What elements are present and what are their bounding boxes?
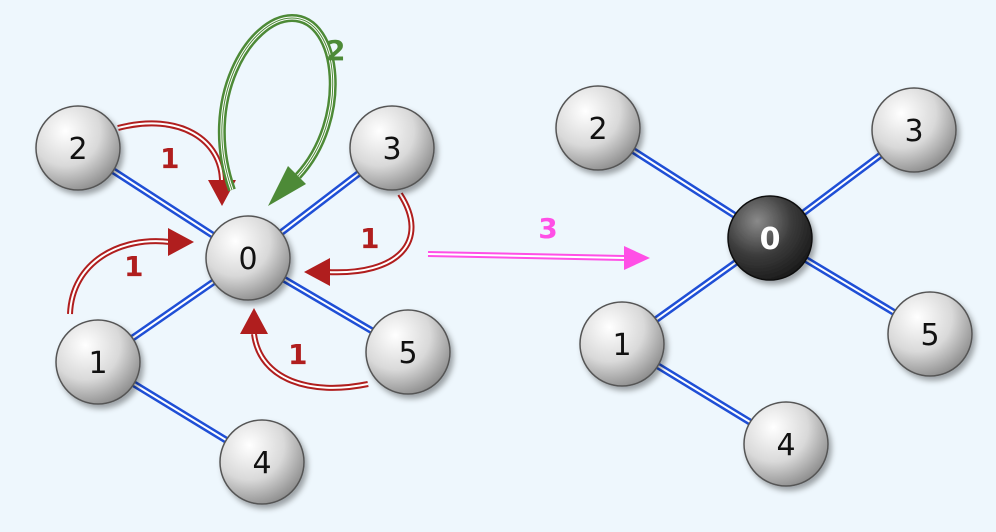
node-r-2: 2: [555, 85, 641, 171]
node-label-0: 0: [238, 242, 257, 277]
node-label-1: 1: [88, 346, 107, 381]
arrow-3-to-0: [304, 192, 415, 286]
node-label-2: 2: [68, 132, 87, 167]
arrow-label-from-2: 1: [160, 142, 179, 175]
node-0: 0: [205, 215, 291, 301]
node-label-r-2: 2: [588, 112, 607, 147]
node-label-r-3: 3: [904, 114, 923, 149]
node-r-4: 4: [743, 401, 829, 487]
self-loop-0: [217, 13, 337, 206]
node-r-1: 1: [579, 301, 665, 387]
node-label-r-4: 4: [776, 428, 795, 463]
node-4: 4: [219, 419, 305, 505]
node-2: 2: [35, 105, 121, 191]
node-label-r-0: 0: [760, 222, 781, 257]
node-r-3: 3: [871, 87, 957, 173]
node-label-r-1: 1: [612, 328, 631, 363]
node-r-0: 0: [727, 195, 813, 281]
arrow-1-to-0: [67, 228, 194, 315]
arrow-label-from-1: 1: [124, 250, 143, 283]
transition-label: 3: [538, 212, 557, 245]
node-1: 1: [55, 319, 141, 405]
transition-arrow: [427, 246, 650, 270]
node-label-5: 5: [398, 336, 417, 371]
left-graph: 1 2 1 1 1: [35, 13, 451, 505]
node-5: 5: [365, 309, 451, 395]
node-label-3: 3: [382, 132, 401, 167]
right-graph: 0 1 2 3 4 5: [555, 85, 973, 487]
arrow-label-from-5: 1: [288, 338, 307, 371]
node-3: 3: [349, 105, 435, 191]
arrow-label-self-loop: 2: [326, 34, 345, 67]
arrow-5-to-0: [240, 308, 369, 391]
node-label-4: 4: [252, 446, 271, 481]
node-label-r-5: 5: [920, 318, 939, 353]
node-r-5: 5: [887, 291, 973, 377]
arrow-label-from-3: 1: [360, 222, 379, 255]
